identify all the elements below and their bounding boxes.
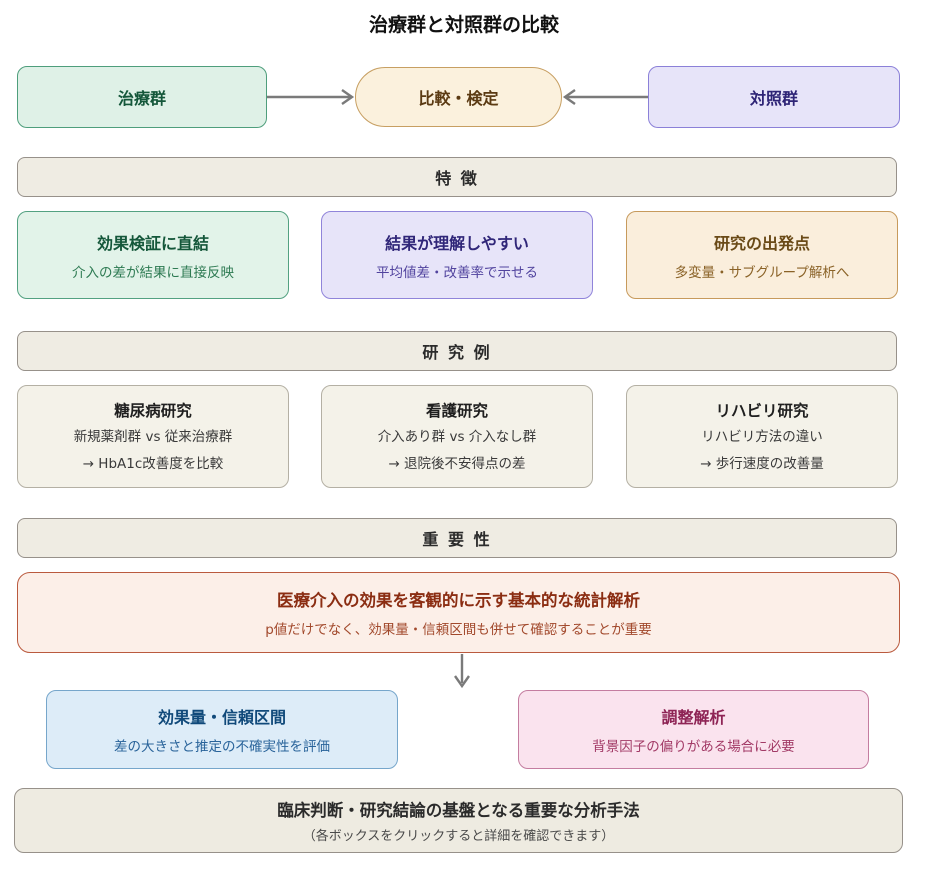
example-box-diabetes[interactable]: 糖尿病研究 新規薬剤群 vs 従来治療群 → HbA1c改善度を比較 [17, 385, 289, 488]
feature-subtitle: 介入の差が結果に直接反映 [72, 264, 234, 281]
feature-box-research-start[interactable]: 研究の出発点 多変量・サブグループ解析へ [626, 211, 898, 299]
adjusted-analysis-title: 調整解析 [661, 708, 726, 727]
example-line1: 介入あり群 vs 介入なし群 [377, 428, 537, 445]
importance-title: 医療介入の効果を客観的に示す基本的な統計解析 [277, 591, 640, 610]
example-title: リハビリ研究 [715, 401, 809, 420]
arrow-control-to-compare-icon [562, 89, 648, 105]
section-header-examples-label: 研 究 例 [422, 343, 492, 362]
node-treatment-label: 治療群 [117, 89, 166, 108]
example-title: 看護研究 [425, 401, 488, 420]
feature-subtitle: 平均値差・改善率で示せる [376, 264, 538, 281]
feature-subtitle: 多変量・サブグループ解析へ [674, 264, 850, 281]
footer-title: 臨床判断・研究結論の基盤となる重要な分析手法 [277, 801, 640, 820]
feature-box-easy-to-understand[interactable]: 結果が理解しやすい 平均値差・改善率で示せる [321, 211, 593, 299]
effect-size-ci-box[interactable]: 効果量・信頼区間 差の大きさと推定の不確実性を評価 [46, 690, 398, 769]
section-header-importance: 重 要 性 [17, 518, 897, 558]
node-treatment-group[interactable]: 治療群 [17, 66, 267, 128]
arrow-importance-down-icon [454, 654, 470, 689]
feature-title: 効果検証に直結 [96, 233, 209, 253]
footer-summary-bar: 臨床判断・研究結論の基盤となる重要な分析手法 （各ボックスをクリックすると詳細を… [14, 788, 903, 853]
effect-size-subtitle: 差の大きさと推定の不確実性を評価 [114, 739, 330, 755]
importance-main-box[interactable]: 医療介入の効果を客観的に示す基本的な統計解析 p値だけでなく、効果量・信頼区間も… [17, 572, 900, 653]
feature-title: 結果が理解しやすい [385, 233, 529, 253]
section-header-features-label: 特 徴 [435, 169, 479, 188]
section-header-importance-label: 重 要 性 [422, 530, 492, 549]
section-header-examples: 研 究 例 [17, 331, 897, 371]
section-header-features: 特 徴 [17, 157, 897, 197]
node-comparison-test[interactable]: 比較・検定 [355, 67, 562, 127]
footer-subtitle: （各ボックスをクリックすると詳細を確認できます） [302, 829, 615, 844]
node-control-label: 対照群 [749, 89, 798, 108]
example-line2: → HbA1c改善度を比較 [82, 455, 224, 472]
importance-subtitle: p値だけでなく、効果量・信頼区間も併せて確認することが重要 [265, 622, 652, 638]
adjusted-analysis-box[interactable]: 調整解析 背景因子の偏りがある場合に必要 [518, 690, 869, 769]
example-line1: 新規薬剤群 vs 従来治療群 [73, 428, 233, 445]
feature-title: 研究の出発点 [713, 233, 810, 253]
example-title: 糖尿病研究 [114, 401, 192, 420]
effect-size-title: 効果量・信頼区間 [157, 708, 286, 727]
node-control-group[interactable]: 対照群 [648, 66, 900, 128]
node-comparison-label: 比較・検定 [418, 89, 499, 108]
feature-box-direct-effect[interactable]: 効果検証に直結 介入の差が結果に直接反映 [17, 211, 289, 299]
page-title: 治療群と対照群の比較 [368, 14, 559, 36]
adjusted-analysis-subtitle: 背景因子の偏りがある場合に必要 [592, 739, 795, 755]
arrow-treatment-to-compare-icon [267, 89, 355, 105]
example-line2: → 歩行速度の改善量 [700, 455, 824, 472]
example-box-rehab[interactable]: リハビリ研究 リハビリ方法の違い → 歩行速度の改善量 [626, 385, 898, 488]
example-line2: → 退院後不安得点の差 [388, 455, 526, 472]
example-line1: リハビリ方法の違い [701, 428, 823, 445]
example-box-nursing[interactable]: 看護研究 介入あり群 vs 介入なし群 → 退院後不安得点の差 [321, 385, 593, 488]
